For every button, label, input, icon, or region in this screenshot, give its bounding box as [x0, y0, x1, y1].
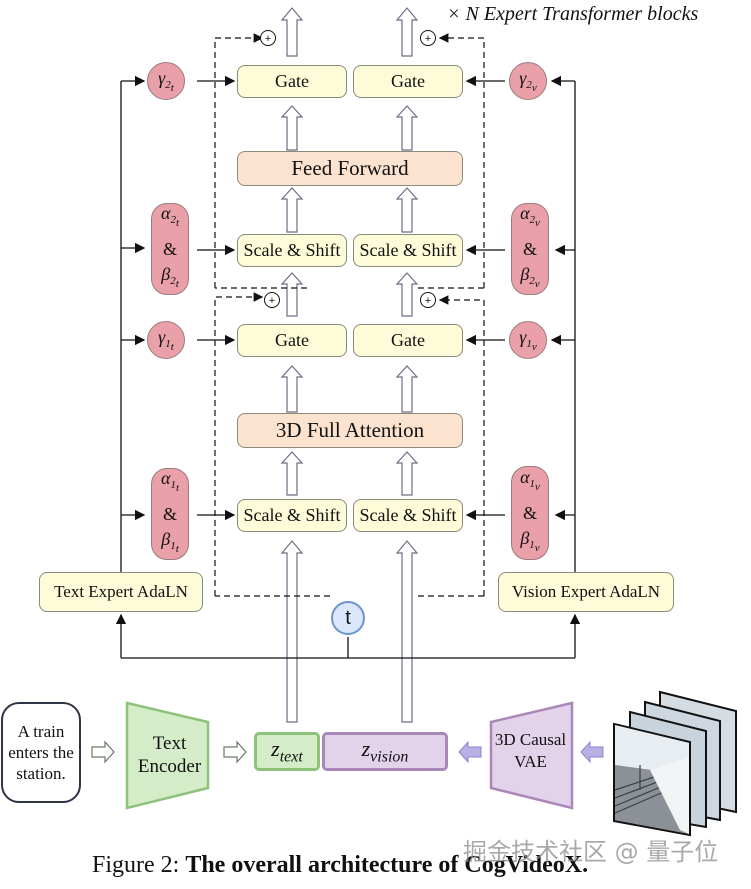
scale-shift-1-vision: Scale & Shift [353, 499, 463, 532]
text-expert-adaln: Text Expert AdaLN [39, 572, 203, 612]
add-symbol: + [265, 33, 271, 45]
add-symbol: + [269, 295, 275, 307]
add-symbol: + [425, 33, 431, 45]
gamma-2-text-param: γ2t [147, 62, 185, 100]
scale-shift-2-vision: Scale & Shift [353, 234, 463, 267]
residual-add-nodes [260, 30, 436, 308]
scale-shift-1-text: Scale & Shift [237, 499, 347, 532]
gamma-1-vision-param: γ1v [509, 321, 547, 359]
gate-1-text: Gate [237, 324, 347, 357]
gamma-2-vision-param: γ2v [509, 62, 547, 100]
timestep-node: t [331, 601, 365, 635]
gamma-1-text-param: γ1t [147, 321, 185, 359]
z-vision-latent: zvision [322, 732, 448, 771]
video-frames-image [613, 690, 737, 837]
flow-arrows-green [91, 740, 247, 764]
alpha-beta-2-text-param: α2t & β2t [151, 203, 189, 295]
gate-2-vision: Gate [353, 65, 463, 98]
text-encoder-shape [125, 701, 210, 810]
feed-forward-block: Feed Forward [237, 151, 463, 186]
watermark: 掘金技术社区 @ 量子位 [463, 838, 719, 866]
full-attention-block: 3D Full Attention [237, 413, 463, 448]
vision-expert-adaln: Vision Expert AdaLN [498, 572, 674, 612]
gate-1-vision: Gate [353, 324, 463, 357]
residual-paths [214, 33, 485, 597]
text-prompt: A train enters the station. [1, 702, 81, 803]
figure-caption: Figure 2: The overall architecture of Co… [92, 852, 589, 878]
block-repeat-title: × N Expert Transformer blocks [447, 3, 699, 25]
conditioning-lines [115, 75, 581, 659]
alpha-beta-2-vision-param: α2v & β2v [511, 203, 549, 295]
z-text-latent: ztext [254, 732, 320, 771]
alpha-beta-1-text-param: α1t & β1t [151, 468, 189, 560]
alpha-beta-1-vision-param: α1v & β1v [511, 466, 549, 560]
flow-arrows-purple [458, 740, 604, 764]
gate-2-text: Gate [237, 65, 347, 98]
scale-shift-2-text: Scale & Shift [237, 234, 347, 267]
add-symbol: + [425, 295, 431, 307]
vae-label: 3D Causal VAE [494, 730, 567, 771]
hollow-arrows [280, 7, 419, 723]
vae-shape [489, 701, 574, 810]
text-encoder-label: Text Encoder [137, 733, 202, 777]
